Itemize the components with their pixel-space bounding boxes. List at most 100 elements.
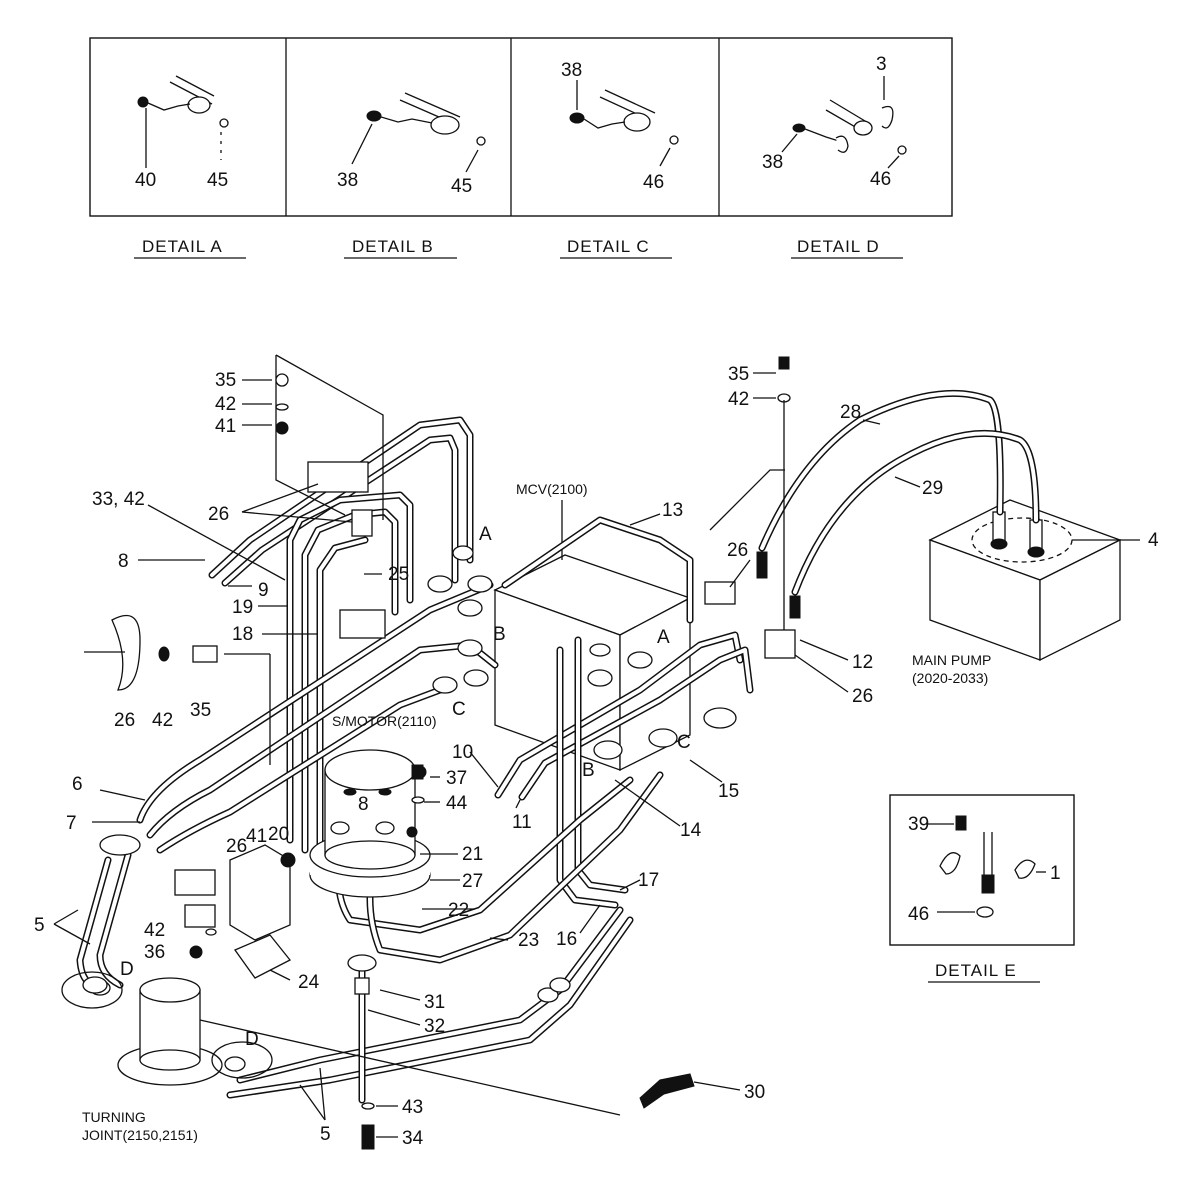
part-41-clamp: 41 <box>246 826 267 847</box>
part-8-left: 8 <box>118 551 129 572</box>
detail-e-panel: 39 1 46 DETAIL E <box>889 794 1075 983</box>
part-7: 7 <box>66 813 77 834</box>
part-6: 6 <box>72 774 83 795</box>
turning-joint <box>61 971 741 1116</box>
detail-d-caption: DETAIL D <box>797 237 880 256</box>
part-37: 37 <box>446 768 467 789</box>
part-35-upper-left: 35 <box>215 370 236 391</box>
part-26-upper-left: 26 <box>208 504 229 525</box>
main-pump <box>928 499 1140 662</box>
part-25-bracket: 25 <box>388 564 409 585</box>
view-marker-d-right: D <box>245 1029 259 1050</box>
detail-c-drawing <box>569 80 679 167</box>
detail-c-label-38: 38 <box>561 60 582 81</box>
part-15: 15 <box>718 781 739 802</box>
view-marker-c-lower: C <box>677 732 691 753</box>
detail-d-label-46: 46 <box>870 169 891 190</box>
part-25-clip: 26 <box>114 710 135 731</box>
detail-panels: 40 45 38 45 38 46 3 38 46 DETAIL A DETAI… <box>89 37 953 259</box>
mcv-block <box>493 469 785 772</box>
part-5-left: 5 <box>34 915 45 936</box>
detail-e-label-46: 46 <box>908 904 929 925</box>
part-24: 24 <box>298 972 320 993</box>
part-26-clamp: 26 <box>226 836 247 857</box>
detail-b-label-38: 38 <box>337 170 358 191</box>
detail-d-label-3: 3 <box>876 54 887 75</box>
pump-hoses <box>756 389 1040 619</box>
part-28: 28 <box>840 402 861 423</box>
part-41-upper-left: 41 <box>215 416 236 437</box>
part-34: 34 <box>402 1128 424 1149</box>
part-26-right-lower: 26 <box>852 686 873 707</box>
detail-a-label-40: 40 <box>135 170 156 191</box>
part-30: 30 <box>744 1082 765 1103</box>
clamp-bracket <box>275 354 386 639</box>
swing-motor <box>309 749 431 898</box>
part-35-upper-right: 35 <box>728 364 749 385</box>
part-12: 12 <box>852 652 873 673</box>
detail-e-frame <box>889 794 1075 946</box>
part-19: 19 <box>232 597 253 618</box>
part-26-right-upper: 26 <box>727 540 748 561</box>
part-18: 18 <box>232 624 253 645</box>
part-42-upper-right: 42 <box>728 389 749 410</box>
part-42-clamp: 42 <box>144 920 165 941</box>
part-11: 11 <box>512 812 532 833</box>
part-32: 32 <box>424 1016 445 1037</box>
part-4: 4 <box>1148 530 1159 551</box>
detail-e-label-39: 39 <box>908 814 929 835</box>
part-10: 10 <box>452 742 473 763</box>
leader-lines <box>53 372 921 1138</box>
part-14: 14 <box>680 820 702 841</box>
view-marker-b-lower: B <box>582 760 595 781</box>
detail-b-label-45: 45 <box>451 176 472 197</box>
detail-c-caption: DETAIL C <box>567 237 650 256</box>
swing-motor-label: S/MOTOR(2110) <box>332 713 437 729</box>
part-9: 9 <box>258 580 269 601</box>
fittings <box>82 356 796 1150</box>
view-marker-a-upper: A <box>479 524 492 545</box>
view-marker-d-left: D <box>120 959 134 980</box>
main-pump-label: MAIN PUMP <box>912 652 991 668</box>
part-5-bottom: 5 <box>320 1124 331 1145</box>
mcv-label: MCV(2100) <box>516 481 588 497</box>
part-21: 21 <box>462 844 483 865</box>
part-20: 20 <box>268 824 289 845</box>
detail-b-drawing <box>351 92 486 173</box>
part-33-42: 33, 42 <box>92 489 145 510</box>
turning-joint-label: TURNING <box>82 1109 146 1125</box>
part-22: 22 <box>448 900 469 921</box>
part-13: 13 <box>662 500 683 521</box>
part-16: 16 <box>556 929 577 950</box>
detail-c-label-46: 46 <box>643 172 664 193</box>
detail-e-label-1: 1 <box>1050 863 1061 884</box>
component-labels: MCV(2100) S/MOTOR(2110) MAIN PUMP (2020-… <box>82 481 991 1143</box>
part-8-motor: 8 <box>358 794 369 815</box>
view-marker-b-upper: B <box>493 624 506 645</box>
part-numbers: 35 42 41 33, 42 26 8 9 19 25 18 26 42 35… <box>34 364 1159 1149</box>
view-markers: A B C A B C D D <box>120 524 691 1050</box>
view-marker-c-upper: C <box>452 699 466 720</box>
part-27: 27 <box>462 871 483 892</box>
part-23: 23 <box>518 930 539 951</box>
detail-d-drawing <box>781 76 907 169</box>
detail-d-label-38: 38 <box>762 152 783 173</box>
detail-b-caption: DETAIL B <box>352 237 434 256</box>
part-36: 36 <box>144 942 165 963</box>
part-35-clip: 35 <box>190 700 211 721</box>
part-42-clip: 42 <box>152 710 173 731</box>
part-31: 31 <box>424 992 445 1013</box>
part-29: 29 <box>922 478 943 499</box>
detail-e-caption: DETAIL E <box>935 961 1017 980</box>
detail-a-caption: DETAIL A <box>142 237 223 256</box>
detail-frame <box>89 37 953 217</box>
part-44: 44 <box>446 793 468 814</box>
detail-a-drawing <box>137 75 229 168</box>
part-42-upper-left: 42 <box>215 394 236 415</box>
main-pump-range-label: (2020-2033) <box>912 670 988 686</box>
part-17: 17 <box>638 870 659 891</box>
view-marker-a-lower: A <box>657 627 670 648</box>
part-43: 43 <box>402 1097 423 1118</box>
turning-joint-codes-label: JOINT(2150,2151) <box>82 1127 198 1143</box>
